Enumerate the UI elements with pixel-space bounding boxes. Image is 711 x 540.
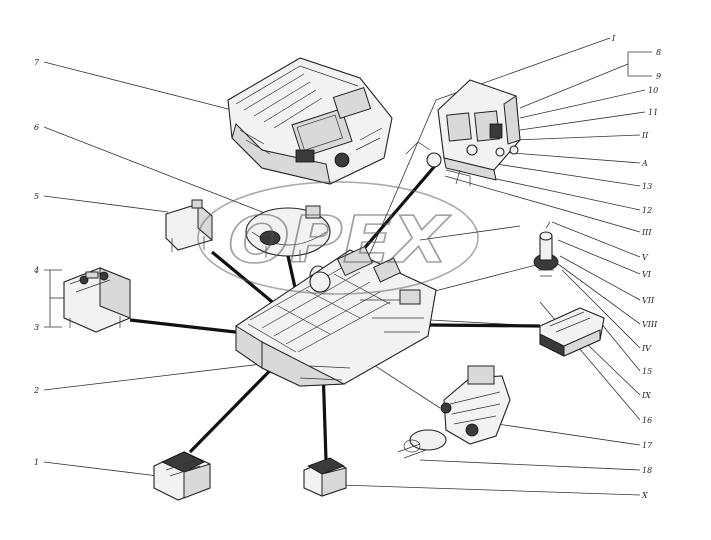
label-12: 12 [642,206,652,215]
label-4: 4 [33,266,39,275]
label-VI: VI [642,270,652,279]
label-VII: VII [642,296,655,305]
label-A: A [641,159,648,168]
part-vii-valve [533,221,559,277]
watermark-text: OPEX [228,204,451,278]
part-x-pump-block [303,457,347,497]
label-5: 5 [34,192,39,201]
label-IX: IX [641,391,651,400]
label-V: V [642,253,649,262]
label-9: 9 [656,72,661,81]
label-11: 11 [648,108,658,117]
part-17-transmission [397,365,511,459]
label-VIII: VIII [642,320,658,329]
label-I: I [611,34,616,43]
opex-watermark: OPEX [197,181,479,295]
label-17: 17 [642,441,653,450]
label-6: 6 [34,123,39,132]
part-5-expansion-tank [165,199,213,252]
label-13: 13 [642,182,652,191]
label-X: X [641,491,648,500]
label-IV: IV [641,344,652,353]
label-16: 16 [642,416,652,425]
part-7-cab-canopy [227,57,393,185]
part-2-chassis-frame [235,245,437,387]
label-3: 3 [34,323,39,332]
label-15: 15 [642,367,652,376]
part-3-battery-box [63,267,131,333]
part-16-control-box [539,307,605,357]
label-2: 2 [33,386,39,395]
label-7: 7 [34,58,40,67]
label-III: III [641,228,652,237]
part-1-gearbox-block [153,451,211,501]
part-cabin [405,79,521,186]
reference-labels: 7 6 5 4 3 2 1 I 8 9 10 11 II A 13 12 III… [33,34,661,500]
label-II: II [641,131,649,140]
label-1: 1 [34,458,39,467]
label-8: 8 [656,48,661,57]
label-18: 18 [642,466,652,475]
label-10: 10 [648,86,658,95]
